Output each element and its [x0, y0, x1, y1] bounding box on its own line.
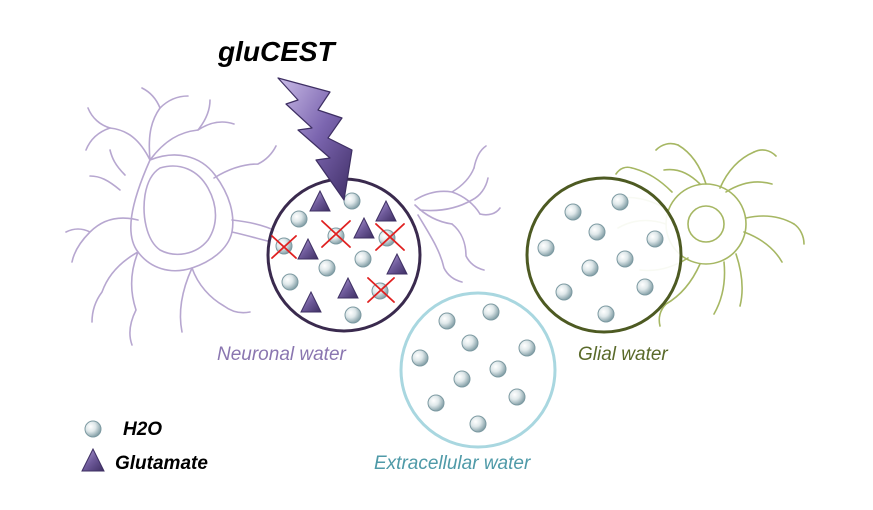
water-molecule-icon — [518, 339, 536, 357]
water-molecule-icon — [597, 305, 615, 323]
glutamate-triangle-icon — [297, 237, 319, 260]
water-molecule-icon — [461, 334, 479, 352]
water-molecule-icon — [354, 250, 372, 268]
water-molecule-icon — [581, 259, 599, 277]
water-molecule-icon — [564, 203, 582, 221]
water-molecule-icon — [427, 394, 445, 412]
cross-mark-icon — [367, 277, 395, 303]
legend-water-icon — [84, 420, 102, 438]
lightning-bolt-icon — [277, 77, 353, 201]
water-molecule-icon — [482, 303, 500, 321]
cross-mark-icon — [321, 220, 351, 248]
water-molecule-icon — [646, 230, 664, 248]
water-molecule-icon — [588, 223, 606, 241]
water-molecule-icon — [327, 227, 345, 245]
glutamate-triangle-icon — [300, 290, 322, 313]
neuron-illustration — [65, 87, 501, 346]
cross-mark-icon — [375, 223, 405, 251]
legend-glutamate-label: Glutamate — [115, 453, 208, 474]
glutamate-triangle-icon — [386, 252, 408, 275]
glutamate-triangle-icon — [375, 199, 397, 222]
extracellular-water-molecules — [411, 303, 536, 433]
water-molecule-icon — [378, 229, 396, 247]
water-molecule-icon — [636, 278, 654, 296]
water-molecule-icon — [438, 312, 456, 330]
water-molecule-icon — [343, 192, 361, 210]
water-molecule-icon — [290, 210, 308, 228]
water-molecule-icon — [537, 239, 555, 257]
water-molecule-icon — [453, 370, 471, 388]
glutamate-triangle-icon — [353, 216, 375, 239]
water-molecule-icon — [489, 360, 507, 378]
legend-glutamate-icon — [81, 447, 105, 472]
water-molecule-icon — [611, 193, 629, 211]
cross-mark-icon — [271, 235, 297, 259]
glial-water-label: Glial water — [578, 344, 668, 365]
neuronal-water-label: Neuronal water — [217, 344, 346, 365]
water-molecule-icon — [281, 273, 299, 291]
glial-water-molecules — [537, 193, 664, 323]
water-molecule-icon — [616, 250, 634, 268]
water-molecule-icon — [555, 283, 573, 301]
glutamate-triangle-icon — [337, 276, 359, 299]
diagram-title: gluCEST — [218, 36, 335, 67]
water-molecule-icon — [411, 349, 429, 367]
water-molecule-icon — [318, 259, 336, 277]
legend-h2o-label: H2O — [123, 419, 163, 440]
glutamate-molecules — [297, 189, 408, 313]
neuronal-water-molecules — [275, 192, 396, 324]
extracellular-water-label: Extracellular water — [374, 453, 531, 474]
saturation-crosses — [271, 220, 405, 303]
water-molecule-icon — [344, 306, 362, 324]
water-molecule-icon — [508, 388, 526, 406]
water-molecule-icon — [469, 415, 487, 433]
glutamate-triangle-icon — [309, 189, 331, 212]
